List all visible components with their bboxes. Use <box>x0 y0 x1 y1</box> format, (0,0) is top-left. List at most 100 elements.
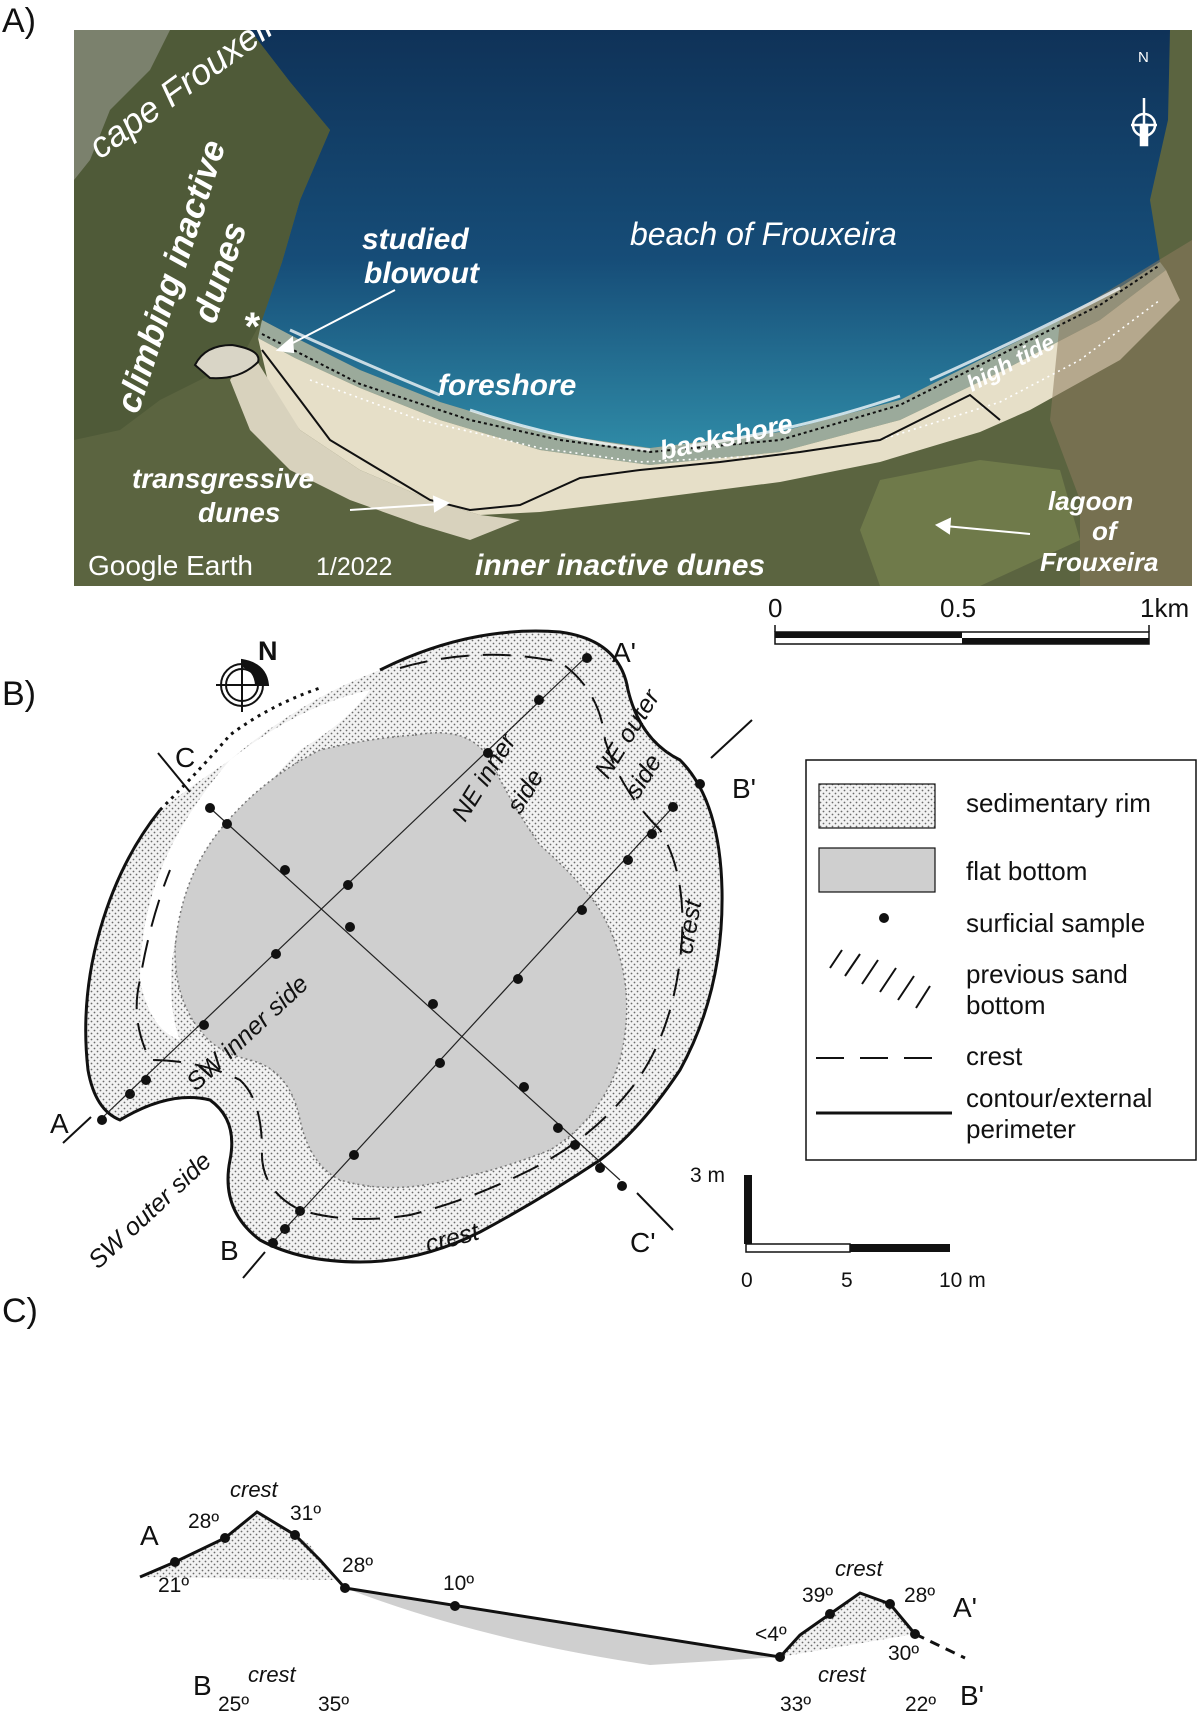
map-scale-0: 0 <box>768 593 782 623</box>
label-transgressive: transgressive <box>132 463 314 494</box>
blowout-arrowhead <box>275 335 295 354</box>
profile-a-rim-right <box>780 1593 915 1657</box>
plan-scale-0: 0 <box>741 1269 753 1292</box>
plan-scale-10: 10 m <box>939 1269 986 1292</box>
label-studied: studied <box>362 223 469 256</box>
legend-prev-swatch <box>829 949 931 1009</box>
label-north-map: N <box>1138 49 1149 66</box>
legend-rim-swatch <box>818 783 936 829</box>
label-end-b: B <box>220 1235 239 1266</box>
label-lagoon-of: of <box>1092 516 1119 546</box>
satellite-map <box>74 30 1192 586</box>
flat-bottom <box>174 732 628 1189</box>
transgressive-dune-sand <box>230 350 520 540</box>
label-asterisk: * <box>243 305 261 349</box>
label-end-a2: A' <box>612 637 636 668</box>
profile-b: B crest crest B' 25º 35º 33º 22º <box>193 1662 984 1716</box>
legend-rim: sedimentary rim <box>966 788 1151 818</box>
profile-a-start: A <box>140 1520 159 1551</box>
panel-a-label: A) <box>2 2 36 40</box>
profile-b-crest-2: crest <box>818 1662 867 1687</box>
dune-front-line <box>261 349 1001 512</box>
panel-c-label: C) <box>2 1292 38 1330</box>
plan-scale-v: 3 m <box>690 1164 725 1187</box>
profile-a-tail <box>914 1632 966 1660</box>
sea <box>250 30 1170 448</box>
angle-a-6: <4º <box>755 1623 787 1646</box>
map-scale-05: 0.5 <box>940 593 976 623</box>
angle-a-1: 21º <box>158 1574 189 1597</box>
legend-sample-swatch <box>879 913 889 923</box>
legend-flat-swatch <box>818 847 936 893</box>
village <box>1050 240 1192 586</box>
map-north-arrow <box>1131 98 1157 147</box>
cape-rocks <box>74 30 170 180</box>
label-beach: beach of Frouxeira <box>630 216 897 252</box>
tick-b2 <box>710 719 753 759</box>
transgressive-arrowhead <box>432 495 451 513</box>
plan-scale-5: 5 <box>841 1269 853 1292</box>
label-inner: inner inactive dunes <box>475 549 765 582</box>
external-perimeter <box>84 629 724 1264</box>
tick-c <box>157 752 191 793</box>
angle-b-3: 35º <box>318 1693 349 1716</box>
lagoon-arrowhead <box>934 517 952 535</box>
lagoon-arrow <box>944 525 1031 535</box>
waves <box>289 286 1121 452</box>
label-end-c: C <box>175 742 195 773</box>
plan-scale-bar: 3 m 0 5 10 m <box>690 1164 986 1292</box>
legend-contour-1: contour/external <box>966 1083 1152 1113</box>
profile-b-crest-1: crest <box>248 1662 297 1687</box>
beach-sand <box>258 270 1180 515</box>
tick-a <box>62 1116 92 1144</box>
angle-b-9: 22º <box>905 1693 936 1716</box>
label-end-b2: B' <box>732 773 756 804</box>
blowout-plan: NE inner side NE outer side SW inner sid… <box>50 629 756 1279</box>
label-credit: Google Earth <box>88 550 253 581</box>
panel-b-label: B) <box>2 675 36 713</box>
surficial-samples <box>97 653 705 1248</box>
low-tide-line <box>261 264 1161 454</box>
profile-a-angles: 21º 28º 31º 28º 10º <4º 39º 28º 30º <box>158 1502 935 1665</box>
map-scale-bar: 0 0.5 1km <box>768 593 1189 645</box>
profile-a-crest-1: crest <box>230 1477 279 1502</box>
profile-line-c <box>209 807 621 1181</box>
angle-a-5: 10º <box>443 1572 474 1595</box>
transgressive-arrow <box>349 503 441 511</box>
blowout-outline <box>193 343 260 380</box>
profile-b-angles: 25º 35º 33º 22º <box>218 1693 936 1716</box>
profile-a-crest-2: crest <box>835 1556 884 1581</box>
cape-vegetation <box>74 30 330 440</box>
profile-a-samples <box>170 1530 920 1662</box>
profile-b-end: B' <box>960 1680 984 1711</box>
legend-sample: surficial sample <box>966 908 1145 938</box>
label-dunes-transgressive: dunes <box>198 497 280 528</box>
tick-c2 <box>636 1192 674 1231</box>
angle-a-7: 39º <box>802 1584 833 1607</box>
angle-a-2: 28º <box>188 1510 219 1533</box>
profile-line-b <box>271 806 674 1244</box>
inner-free-zone <box>140 690 370 1040</box>
legend-prev-1: previous sand <box>966 959 1128 989</box>
angle-a-4: 28º <box>342 1554 373 1577</box>
angle-a-8: 28º <box>904 1584 935 1607</box>
tick-b <box>242 1251 266 1279</box>
legend-prev-2: bottom <box>966 990 1046 1020</box>
plan-north-arrow <box>216 658 270 712</box>
perimeter-dotted <box>158 686 321 812</box>
lagoon <box>860 460 1080 586</box>
profile-a: A A' crest crest 21º 28º 31º 28º 10º <4º… <box>139 1477 977 1665</box>
legend-crest: crest <box>966 1041 1023 1071</box>
angle-a-3: 31º <box>290 1502 321 1525</box>
label-sw-outer: SW outer side <box>83 1147 217 1275</box>
label-date: 1/2022 <box>316 553 392 581</box>
profile-a-end: A' <box>953 1592 977 1623</box>
label-foreshore: foreshore <box>438 369 576 402</box>
label-end-a: A <box>50 1108 69 1139</box>
label-blowout: blowout <box>364 257 481 290</box>
crest-line <box>135 653 684 1220</box>
label-end-c2: C' <box>630 1227 656 1258</box>
legend-flat: flat bottom <box>966 856 1087 886</box>
legend: sedimentary rim flat bottom surficial sa… <box>805 759 1197 1161</box>
label-lagoon-name: Frouxeira <box>1040 547 1159 577</box>
